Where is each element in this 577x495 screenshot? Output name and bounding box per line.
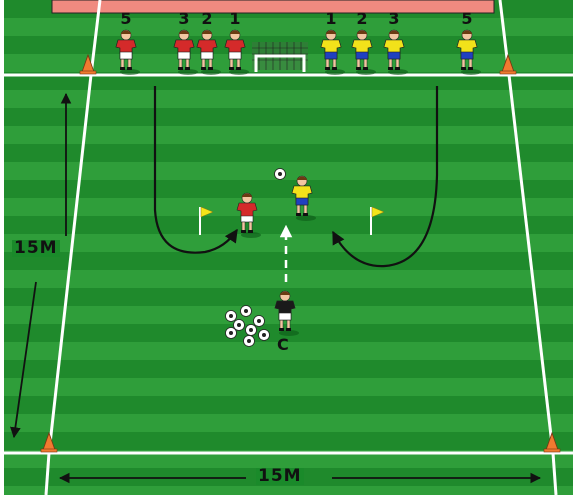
yellow-player-number-label: 1 [325, 11, 336, 27]
red-player-number-label: 1 [229, 11, 240, 27]
soccer-ball-icon [241, 306, 252, 317]
soccer-ball-icon [226, 311, 237, 322]
soccer-ball-icon [246, 325, 257, 336]
soccer-ball-icon [226, 328, 237, 339]
soccer-ball-icon [259, 330, 270, 341]
top-banner [52, 0, 494, 13]
yellow-player-number-label: 2 [356, 11, 367, 27]
grass-stripe [4, 432, 573, 450]
grass-stripe [4, 216, 573, 234]
coach-label: C [277, 337, 289, 353]
grass-stripe [4, 144, 573, 162]
grass-stripe [4, 108, 573, 126]
yellow-player-number-label: 3 [388, 11, 399, 27]
grass-stripe [4, 360, 573, 378]
horizontal-dimension-label: 15M [256, 468, 304, 485]
soccer-ball-icon [244, 336, 255, 347]
grass-stripe [4, 396, 573, 414]
red-player-number-label: 2 [201, 11, 212, 27]
soccer-ball-icon [275, 169, 286, 180]
goal-net-icon [252, 42, 308, 72]
soccer-ball-icon [254, 316, 265, 327]
grass-stripe [4, 180, 573, 198]
grass-stripe [4, 252, 573, 270]
yellow-player-number-label: 5 [461, 11, 472, 27]
red-player-number-label: 5 [120, 11, 131, 27]
vertical-dimension-label: 15M [12, 240, 60, 257]
red-player-number-label: 3 [178, 11, 189, 27]
